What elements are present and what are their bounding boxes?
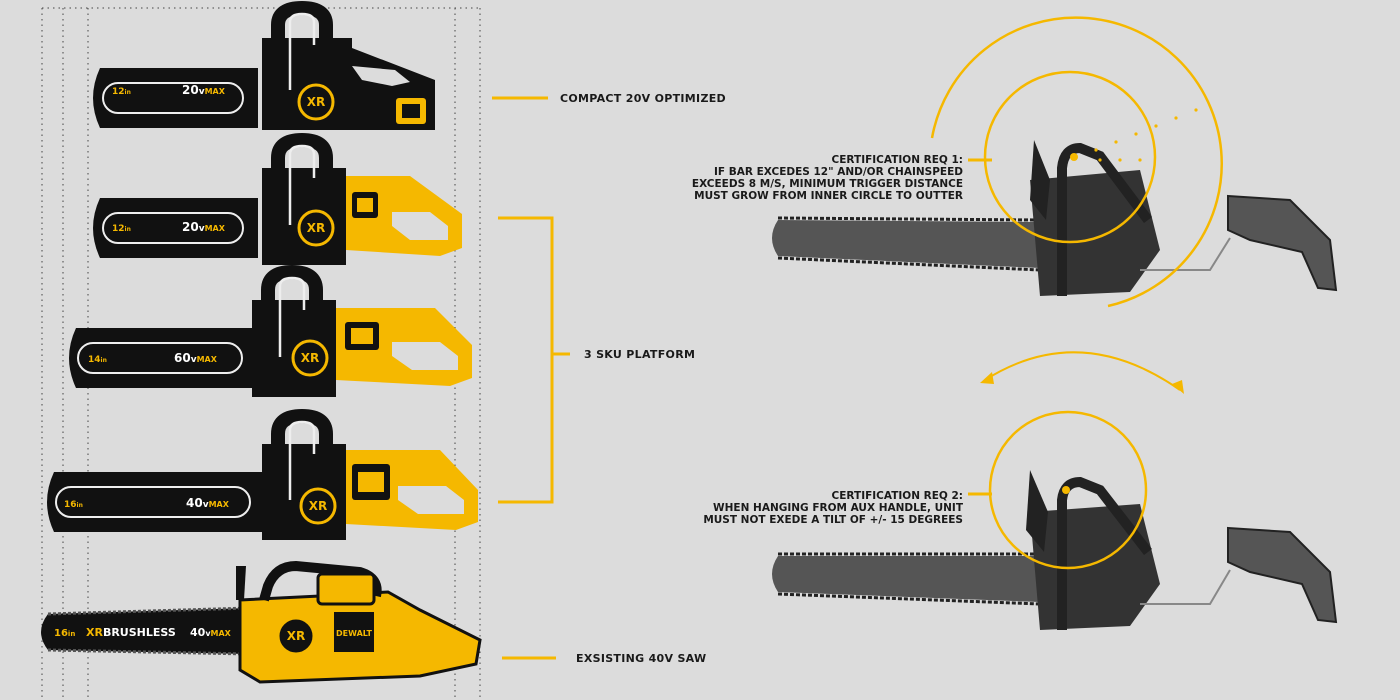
trigger-distance-circles (930, 16, 1223, 308)
top-handle (261, 264, 323, 302)
dotted-reach-lines (1094, 108, 1198, 162)
cert-req-2-line: MUST NOT EXEDE A TILT OF +/- 15 DEGREES (703, 514, 963, 526)
hang-point (1062, 486, 1070, 494)
series: XR (86, 626, 103, 639)
top-handle (259, 560, 382, 602)
svg-text:40vMAX: 40vMAX (190, 626, 232, 639)
xr-badge (299, 487, 337, 525)
xr-badge (276, 616, 316, 656)
svg-text:14in: 14in (88, 355, 107, 365)
bar-length: 14 (88, 355, 101, 365)
battery-pack (316, 572, 376, 606)
label-platform: 3 SKU PLATFORM (584, 348, 696, 361)
voltage: 20 (182, 220, 199, 234)
chain-bar (772, 556, 1040, 602)
saw-2: XR 12in 20vMAX (93, 132, 462, 265)
cert-req-1-line: IF BAR EXCEDES 12" AND/OR CHAINSPEED (714, 166, 963, 178)
pivot-point (1070, 153, 1078, 161)
cert-req-2-line: WHEN HANGING FROM AUX HANDLE, UNIT (713, 502, 963, 514)
xr-badge (297, 83, 335, 121)
xr-badge-text: XR (307, 95, 326, 109)
motor-housing (1030, 170, 1160, 296)
cert-req-1-line: EXCEEDS 8 M/S, MINIMUM TRIGGER DISTANCE (691, 178, 963, 190)
brand-plate (334, 612, 374, 652)
voltage: 60 (174, 351, 191, 365)
tilt-circle (988, 410, 1148, 570)
saw-3: XR 14in 60vMAX (69, 264, 472, 397)
svg-text:20vMAX: 20vMAX (182, 220, 226, 234)
voltage: 40 (186, 496, 203, 510)
bar-length: 16 (64, 500, 77, 510)
xr-badge (297, 209, 335, 247)
tilt-arrows (984, 351, 1181, 391)
cert-req-1-title: CERTIFICATION REQ 1: (831, 154, 963, 166)
label-connectors (492, 96, 992, 660)
saw-4: XR 16in 40vMAX (47, 408, 478, 540)
svg-text:XR: XR (309, 499, 328, 513)
svg-text:60vMAX: 60vMAX (174, 351, 218, 365)
svg-text:16in: 16in (54, 628, 75, 639)
cert-req-1-line: MUST GROW FROM INNER CIRCLE TO OUTTER (694, 190, 963, 202)
svg-text:XRBRUSHLESS: XRBRUSHLESS (86, 626, 176, 639)
gray-saw-bottom (772, 470, 1338, 630)
front-guard (1030, 140, 1050, 220)
svg-text:12in: 12in (112, 87, 131, 97)
top-handle (1057, 476, 1152, 630)
bar-length: 12 (112, 87, 125, 97)
saw-1-compact: XR 12in 20vMAX (93, 0, 435, 130)
svg-text:XR: XR (301, 351, 320, 365)
voltage: 20 (182, 83, 199, 97)
brushless: BRUSHLESS (103, 626, 176, 639)
top-handle (271, 132, 333, 170)
xr-badge (291, 339, 329, 377)
rear-handle-cutout (352, 66, 410, 86)
top-handle (271, 408, 333, 446)
bar-length: 16 (54, 628, 68, 639)
bar-length: 12 (112, 224, 125, 234)
front-guard (1026, 470, 1048, 552)
label-compact: COMPACT 20V OPTIMIZED (560, 92, 726, 105)
svg-text:16in: 16in (64, 500, 83, 510)
voltage: 40 (190, 626, 206, 639)
rear-handle (1227, 194, 1338, 292)
cert-req-2: CERTIFICATION REQ 2: WHEN HANGING FROM A… (703, 490, 963, 526)
svg-text:12in: 12in (112, 224, 131, 234)
gray-saw-top (772, 140, 1338, 296)
svg-text:40vMAX: 40vMAX (186, 496, 230, 510)
chain-bar (772, 220, 1040, 268)
rear-handle (1227, 526, 1338, 624)
label-existing: EXSISTING 40V SAW (576, 652, 707, 665)
arrowhead-right (1172, 380, 1184, 394)
top-handle (1057, 142, 1152, 296)
svg-text:XR: XR (287, 629, 306, 643)
cert-req-2-title: CERTIFICATION REQ 2: (831, 490, 963, 502)
motor-housing (262, 444, 346, 540)
cert-req-1: CERTIFICATION REQ 1: IF BAR EXCEDES 12" … (692, 154, 963, 202)
arrowhead-left (980, 372, 994, 384)
brand-logo: DEWALT (336, 629, 373, 638)
chain-bar (93, 68, 258, 128)
top-handle (271, 0, 333, 40)
svg-text:20vMAX: 20vMAX (182, 83, 226, 97)
svg-text:XR: XR (307, 221, 326, 235)
chain-bar (41, 608, 250, 654)
existing-saw: XR DEWALT 16in XRBRUSHLESS 40vMAX (41, 560, 482, 684)
